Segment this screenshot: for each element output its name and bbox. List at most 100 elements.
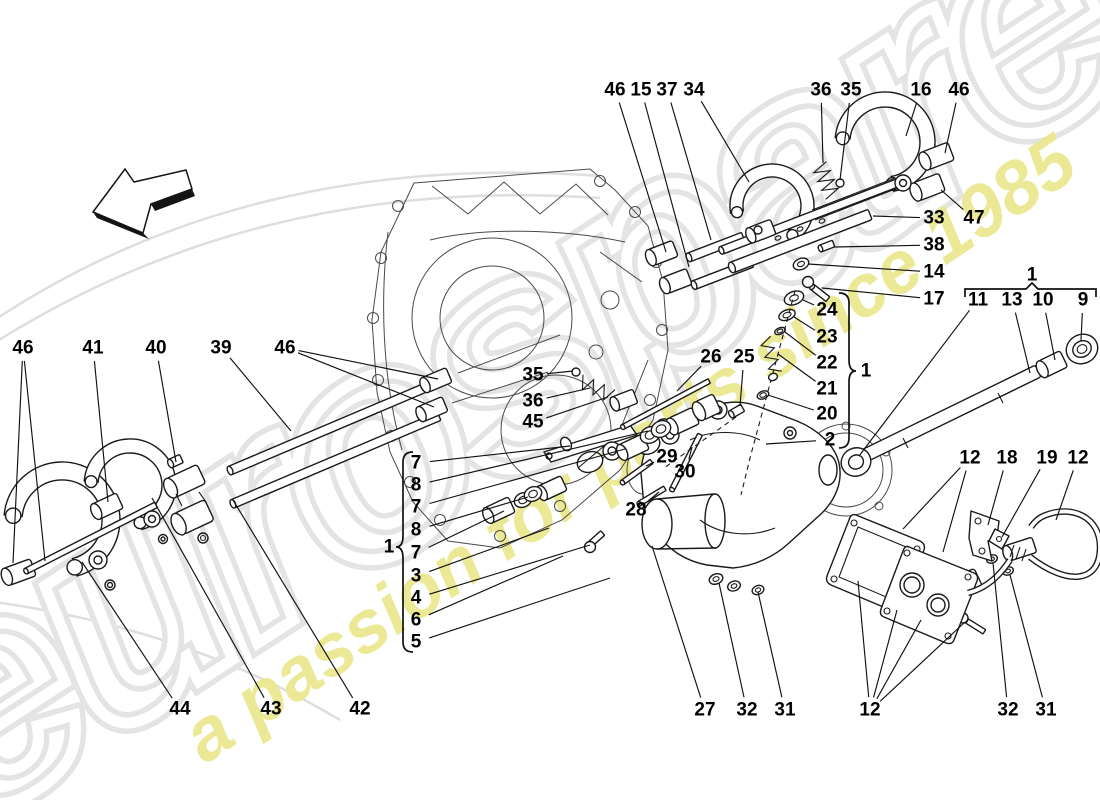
diagram-linework bbox=[656, 324, 668, 336]
washer-part bbox=[751, 584, 765, 596]
cylinder-part bbox=[817, 239, 836, 253]
leader-line bbox=[429, 430, 649, 483]
diagram-linework bbox=[84, 474, 98, 489]
callout-35: 35 bbox=[840, 80, 862, 101]
callout-36: 36 bbox=[522, 391, 543, 412]
diagram-linework bbox=[918, 151, 932, 171]
washer-part bbox=[778, 308, 796, 322]
leader-line bbox=[151, 497, 265, 698]
diagram-linework bbox=[830, 575, 838, 583]
diagram-linework bbox=[371, 168, 669, 549]
callout-12: 12 bbox=[859, 700, 880, 721]
diagram-linework bbox=[978, 547, 986, 555]
callout-1: 1 bbox=[384, 537, 395, 558]
diagram-linework bbox=[429, 230, 626, 243]
diagram-linework bbox=[166, 458, 175, 469]
diagram-linework bbox=[902, 392, 1004, 449]
diagram-linework bbox=[554, 500, 566, 512]
leader-line bbox=[298, 350, 439, 380]
diagram-linework bbox=[718, 245, 725, 255]
diagram-linework bbox=[774, 235, 782, 241]
diagram-linework bbox=[383, 231, 403, 451]
leader-line bbox=[820, 102, 824, 164]
diagram-linework bbox=[909, 182, 923, 202]
diagram-linework bbox=[883, 607, 891, 615]
leader-line bbox=[546, 396, 609, 419]
callout-37: 37 bbox=[656, 80, 677, 101]
cylinder-part bbox=[619, 378, 711, 431]
callout-39: 39 bbox=[210, 338, 231, 359]
cylinder-part bbox=[415, 396, 449, 423]
callout-5: 5 bbox=[411, 632, 422, 653]
leader-line bbox=[1009, 574, 1043, 698]
callout-12: 12 bbox=[1067, 448, 1088, 469]
diagram-linework bbox=[874, 501, 884, 511]
diagram-linework bbox=[1076, 344, 1088, 354]
leader-line bbox=[940, 189, 964, 211]
diagram-linework bbox=[818, 454, 838, 486]
leader-line bbox=[646, 491, 660, 503]
group-bracket-top bbox=[964, 281, 1097, 297]
diagram-linework bbox=[840, 447, 872, 477]
leader-line bbox=[546, 387, 591, 399]
callout-25: 25 bbox=[733, 347, 755, 368]
leader-line bbox=[232, 499, 354, 699]
diagram-linework bbox=[619, 479, 626, 486]
washer-part bbox=[708, 573, 724, 585]
selector-fork bbox=[83, 438, 177, 531]
leader-line bbox=[942, 470, 967, 553]
diagram-linework bbox=[789, 294, 799, 302]
leader-line bbox=[670, 102, 712, 241]
callout-20: 20 bbox=[816, 404, 837, 425]
diagram-linework bbox=[903, 549, 911, 557]
diagram-linework bbox=[708, 573, 724, 585]
callout-31: 31 bbox=[1035, 700, 1057, 721]
leader-line bbox=[833, 244, 921, 248]
diagram-linework bbox=[175, 491, 207, 507]
leader-lines bbox=[12, 100, 1083, 702]
diagram-linework bbox=[796, 226, 804, 232]
diagram-linework bbox=[66, 558, 84, 576]
callout-34: 34 bbox=[683, 80, 705, 101]
washer-part bbox=[523, 485, 543, 503]
leader-line bbox=[546, 370, 574, 375]
diagram-linework bbox=[727, 261, 737, 274]
callout-7: 7 bbox=[411, 453, 422, 474]
callout-33: 33 bbox=[923, 208, 944, 229]
detent-ball bbox=[571, 367, 581, 377]
callout-16: 16 bbox=[910, 80, 931, 101]
callout-15: 15 bbox=[630, 80, 652, 101]
callout-23: 23 bbox=[816, 327, 837, 348]
diagram-linework bbox=[778, 308, 796, 322]
diagram-linework bbox=[745, 226, 757, 244]
callout-32: 32 bbox=[997, 700, 1018, 721]
cylinder-part bbox=[609, 389, 639, 412]
diagram-linework bbox=[811, 177, 899, 221]
diagram-linework bbox=[104, 579, 116, 591]
leader-line bbox=[1045, 312, 1056, 361]
diagram-linework bbox=[690, 280, 698, 291]
callout-46: 46 bbox=[274, 338, 295, 359]
diagram-linework bbox=[926, 593, 950, 617]
cylinder-part bbox=[89, 492, 124, 521]
diagram-linework bbox=[668, 486, 676, 493]
diagram-linework bbox=[656, 493, 717, 550]
cylinder-part bbox=[909, 173, 946, 202]
cylindrical-parts bbox=[0, 142, 1068, 635]
callout-46: 46 bbox=[12, 338, 33, 359]
diagram-linework bbox=[759, 392, 767, 398]
diagram-linework bbox=[151, 189, 195, 211]
detent-ball bbox=[835, 178, 845, 188]
callout-1: 1 bbox=[1027, 265, 1038, 286]
callout-18: 18 bbox=[996, 448, 1017, 469]
diagram-linework bbox=[753, 225, 763, 235]
diagram-linework bbox=[404, 476, 416, 488]
diagram-linework bbox=[619, 423, 626, 431]
group-brace-left bbox=[395, 451, 414, 653]
diagram-linework bbox=[88, 550, 108, 570]
leader-line bbox=[1080, 312, 1083, 342]
diagram-linework bbox=[964, 573, 972, 581]
leader-line bbox=[1001, 469, 1041, 538]
leader-line bbox=[23, 360, 46, 562]
